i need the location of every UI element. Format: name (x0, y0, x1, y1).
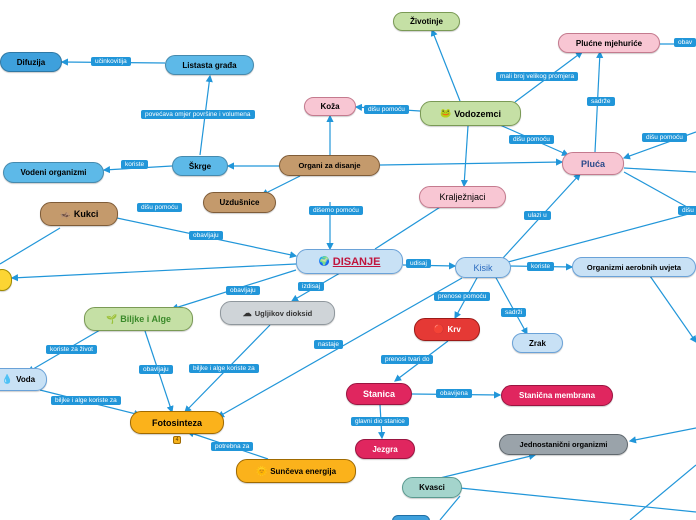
node-difuzija[interactable]: Difuzija (0, 52, 62, 72)
edge-organi-pluca (379, 158, 564, 166)
edge-aerobni-right (649, 275, 696, 343)
edge-right-down (629, 464, 696, 520)
plant-icon: 🌱 (106, 313, 118, 324)
edge-label-biljke-koriste: biljke i alge koriste za (189, 364, 259, 373)
edge-label-koriste-zivot: koriste za život (46, 345, 97, 354)
node-plucni[interactable]: Plućne mjehuriće (558, 33, 660, 53)
node-krv[interactable]: 🔴Krv (414, 318, 480, 341)
edge-kvasci-jednostanicni (439, 452, 537, 479)
edge-label-obav-right: obav (674, 38, 696, 47)
node-kraljeznjaci[interactable]: Kralježnjaci (419, 186, 506, 208)
frog-icon: 🐸 (439, 108, 452, 118)
edge-vodozemci-kraljeznjaci (460, 125, 469, 188)
edge-label-sadrze-pluca: sadrže (587, 97, 615, 106)
node-zivotinje[interactable]: Životinje (393, 12, 460, 31)
node-biljke[interactable]: 🌱Biljke i Alge (84, 307, 193, 331)
edge-label-ulazi: ulazi u (524, 211, 551, 220)
node-ugljikov[interactable]: ☁Ugljikov dioksid (220, 301, 335, 325)
node-suncevo[interactable]: 🌞Sunčeva energija (236, 459, 356, 483)
edge-label-biljke-koriste2: biljke i alge koriste za (51, 396, 121, 405)
edge-label-disu-kukci: dišu pomoću (137, 203, 182, 212)
edge-label-izdisaj: izdisaj (298, 282, 325, 291)
edge-pluca-right (623, 167, 696, 173)
edge-label-disemo: dišemo pomoću (309, 206, 363, 215)
edge-label-povecava: povećava omjer površine i volumena (141, 110, 255, 119)
edge-label-disu-right: dišu pomoću (642, 133, 687, 142)
node-vodeni[interactable]: Vodeni organizmi (3, 162, 104, 183)
node-aerobni[interactable]: Organizmi aerobnih uvjeta (572, 257, 696, 277)
edge-label-koriste-aerobni: koriste (527, 262, 555, 271)
edge-label-prenose: prenose pomoću (434, 292, 491, 301)
node-bottom-partial[interactable] (392, 515, 430, 520)
node-jednostanicni[interactable]: Jednostanični organizmi (499, 434, 628, 455)
sun-icon: 🌞 (255, 465, 268, 476)
edge-label-udisaj: udisaj (406, 259, 431, 268)
edge-label-disu-koza: dišu pomoću (364, 105, 409, 114)
edge-disanje-kraljeznjaci (374, 201, 450, 250)
cloud-icon: ☁ (242, 307, 252, 318)
edge-label-obavljaju-foto: obavljaju (139, 365, 173, 374)
insect-icon: 🦗 (59, 208, 71, 219)
node-vodozemci[interactable]: 🐸Vodozemci (420, 101, 521, 126)
node-organi[interactable]: Organi za disanje (279, 155, 380, 176)
node-uzdusnice[interactable]: Uzdušnice (203, 192, 276, 213)
edge-label-ucinkovitija: učinkovitija (91, 57, 131, 66)
node-jezgra[interactable]: Jezgra (355, 439, 415, 459)
water-drop-icon: 💧 (1, 374, 14, 384)
node-kvasci[interactable]: Kvasci (402, 477, 462, 498)
note-badge[interactable]: 4 (173, 436, 181, 444)
node-kisik[interactable]: Kisik (455, 257, 511, 278)
edge-label-glavni: glavni dio stanice (351, 417, 409, 426)
edge-right-jednostanicni (628, 427, 696, 444)
edge-label-koriste: koriste (121, 160, 149, 169)
globe-icon: 🌍 (318, 256, 330, 266)
edge-label-potrebna: potrebna za (211, 442, 254, 451)
edge-kvasci-right (459, 487, 696, 513)
edge-label-nastaje: nastaje (314, 340, 343, 349)
node-zrak[interactable]: Zrak (512, 333, 563, 353)
edge-label-disu-right2: dišu (678, 206, 696, 215)
edge-label-prenosi: prenosi tvari do (381, 355, 434, 364)
node-kukci[interactable]: 🦗Kukci (40, 202, 118, 226)
edge-label-obavljaju-biljke: obavljaju (226, 286, 260, 295)
edge-kvasci-down (439, 495, 461, 520)
edge-label-sadrzi: sadrži (501, 308, 527, 317)
edge-disanje-left (10, 263, 297, 282)
node-stanica[interactable]: Stanica (346, 383, 412, 405)
node-membrana[interactable]: Stanična membrana (501, 385, 613, 406)
edge-label-disu-vodozemci: dišu pomoću (509, 135, 554, 144)
node-pluca[interactable]: Pluća (562, 152, 624, 175)
edge-right-kisik (507, 211, 696, 263)
edge-pluca-right2 (623, 171, 696, 213)
edge-label-obavijena: obavijena (436, 389, 472, 398)
edge-label-mali-broj: mali broj velikog promjera (496, 72, 579, 81)
edge-kukci-left (0, 227, 61, 265)
edge-organi-uzdusnice (260, 175, 301, 196)
node-disanje[interactable]: 🌍DISANJE (296, 249, 403, 274)
node-voda[interactable]: 💧Voda (0, 368, 47, 391)
edge-kisik-zrak (494, 275, 528, 336)
blood-drop-icon: 🔴 (433, 324, 445, 334)
node-skrge[interactable]: Škrge (172, 156, 228, 176)
node-fotosinteza[interactable]: Fotosinteza (130, 411, 224, 434)
node-listasta[interactable]: Listasta građa (165, 55, 254, 75)
node-koza[interactable]: Koža (304, 97, 356, 116)
edge-label-obavljaju-kukci: obavljaju (189, 231, 223, 240)
edge-vodozemci-zivotinje (430, 28, 461, 102)
